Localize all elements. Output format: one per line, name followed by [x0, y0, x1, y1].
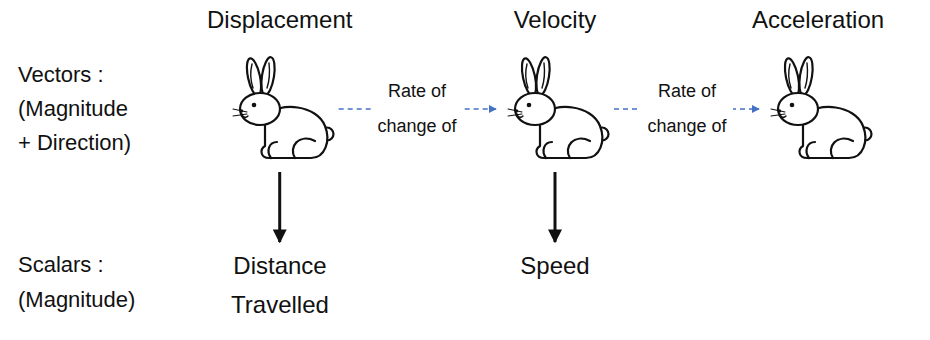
- category-label: (Magnitude): [18, 283, 158, 317]
- rabbit-outline: [233, 56, 334, 158]
- scalar-term: Speed: [480, 246, 630, 285]
- magnitude-arrow: [278, 172, 281, 242]
- rabbit-illustration: [225, 54, 335, 164]
- scalar-term: Distance Travelled: [205, 246, 355, 324]
- scalar-name: Distance Travelled: [205, 246, 355, 324]
- rabbit-node: Velocity: [500, 4, 610, 164]
- edge-label: Rate of change of: [371, 74, 463, 144]
- edge-label: Rate of change of: [641, 74, 733, 144]
- category-label: (Magnitude + Direction): [18, 92, 136, 160]
- rabbit-outline: [771, 56, 872, 158]
- rabbit-illustration: [500, 54, 610, 164]
- rabbit-node: Acceleration: [752, 4, 884, 164]
- quantity-heading: Velocity: [514, 4, 597, 36]
- magnitude-arrow: [554, 172, 557, 242]
- rabbit-node: Displacement: [207, 4, 352, 164]
- quantity-heading: Acceleration: [752, 4, 884, 36]
- scalar-name: Speed: [480, 246, 630, 285]
- rabbit-illustration: [763, 54, 873, 164]
- category-label: Scalars :: [18, 248, 158, 282]
- category-label: Vectors :: [18, 58, 158, 92]
- rabbit-outline: [508, 56, 609, 158]
- quantity-heading: Displacement: [207, 4, 352, 36]
